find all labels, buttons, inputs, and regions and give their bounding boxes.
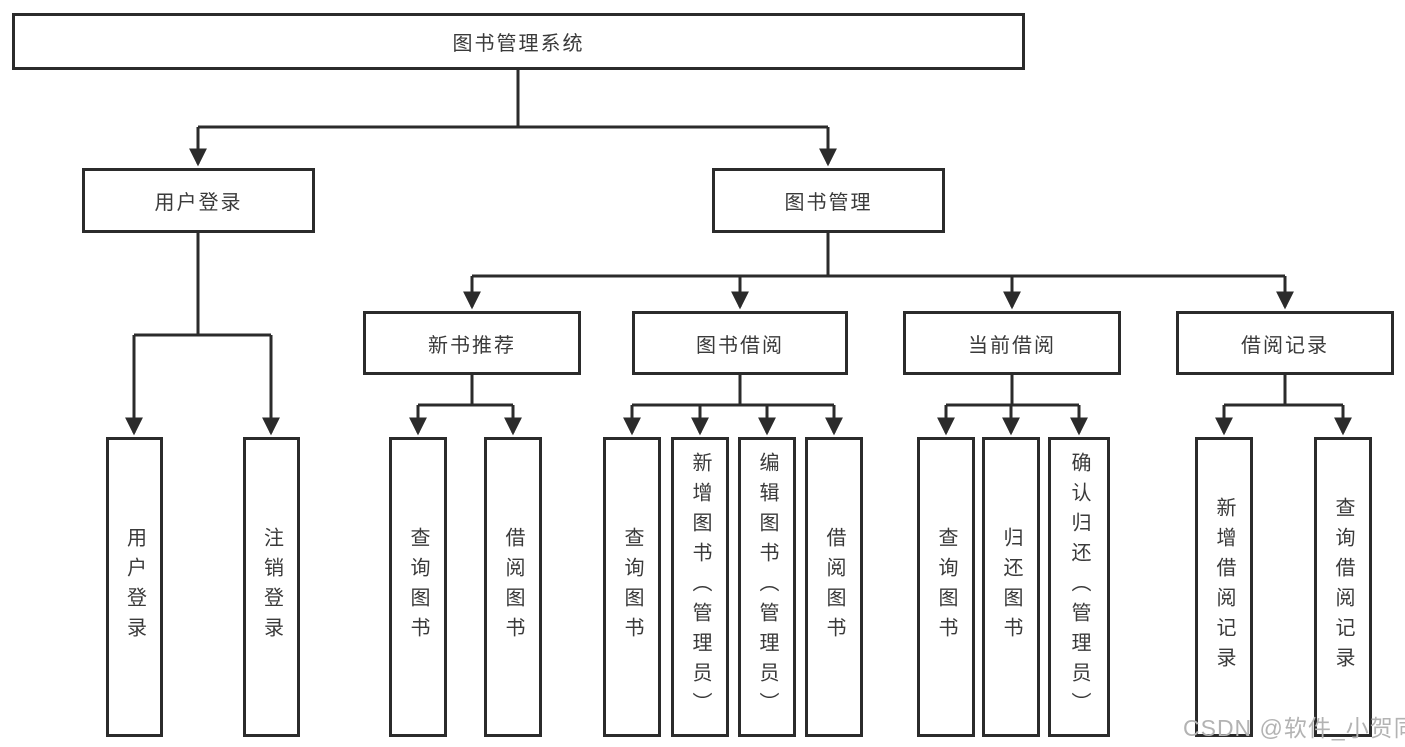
node-leaf-edit-book-admin: 编辑图书（管理员） (738, 437, 796, 737)
node-book-borrow: 图书借阅 (632, 311, 848, 375)
connector-borrow-records-trunk (1224, 375, 1343, 407)
node-leaf-label: 查询图书 (621, 527, 643, 647)
connector-book-management-trunk (472, 233, 1285, 278)
node-leaf-label: 归还图书 (1000, 527, 1022, 647)
node-leaf-user-login: 用户登录 (106, 437, 163, 737)
connector-user-login-trunk (134, 233, 271, 337)
node-leaf-query-books-recommend: 查询图书 (389, 437, 447, 737)
node-leaf-label: 用户登录 (123, 527, 146, 647)
node-borrow-records: 借阅记录 (1176, 311, 1394, 375)
node-root-system: 图书管理系统 (12, 13, 1025, 70)
connector-current-borrow-trunk (946, 375, 1079, 407)
connector-root-trunk (198, 70, 828, 129)
node-leaf-add-borrow-record: 新增借阅记录 (1195, 437, 1253, 737)
connector-book-borrow-trunk (632, 375, 834, 407)
node-leaf-label: 查询图书 (407, 527, 429, 647)
csdn-watermark: CSDN @软件_小贺同学 (1183, 715, 1405, 741)
node-current-borrow: 当前借阅 (903, 311, 1121, 375)
node-leaf-label: 新增借阅记录 (1213, 497, 1235, 677)
node-leaf-borrow-books: 借阅图书 (805, 437, 863, 737)
node-leaf-confirm-return-admin: 确认归还（管理员） (1048, 437, 1110, 737)
node-leaf-add-book-admin: 新增图书（管理员） (671, 437, 729, 737)
node-leaf-return-book: 归还图书 (982, 437, 1040, 737)
node-leaf-label: 确认归还（管理员） (1068, 452, 1090, 722)
node-leaf-label: 注销登录 (260, 527, 283, 647)
node-leaf-logout: 注销登录 (243, 437, 300, 737)
node-leaf-label: 查询借阅记录 (1332, 497, 1354, 677)
node-leaf-label: 编辑图书（管理员） (756, 452, 778, 722)
node-leaf-label: 借阅图书 (502, 527, 524, 647)
connector-new-book-trunk (418, 375, 513, 407)
node-leaf-label: 新增图书（管理员） (689, 452, 711, 722)
node-leaf-query-borrow-record: 查询借阅记录 (1314, 437, 1372, 737)
node-new-book-recommend: 新书推荐 (363, 311, 581, 375)
node-leaf-query-books-current: 查询图书 (917, 437, 975, 737)
node-leaf-label: 查询图书 (935, 527, 957, 647)
node-leaf-borrow-books-recommend: 借阅图书 (484, 437, 542, 737)
node-leaf-label: 借阅图书 (823, 527, 845, 647)
node-leaf-query-books-borrow: 查询图书 (603, 437, 661, 737)
node-book-management: 图书管理 (712, 168, 945, 233)
node-user-login: 用户登录 (82, 168, 315, 233)
